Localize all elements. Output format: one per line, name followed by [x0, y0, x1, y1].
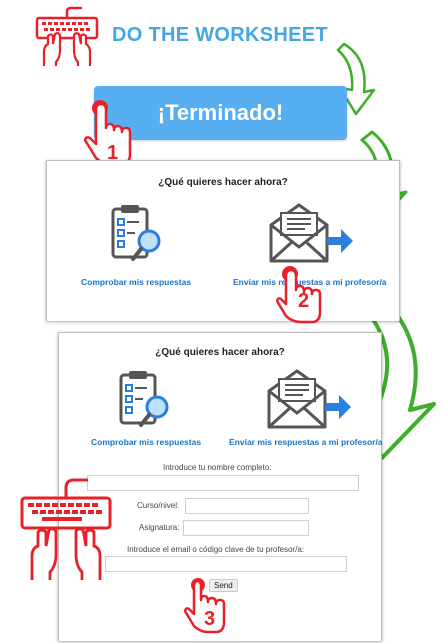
panel-question: ¿Qué quieres hacer ahora?	[155, 347, 285, 358]
email-field[interactable]	[105, 556, 347, 572]
pointing-hand-icon	[275, 264, 332, 326]
clipboard-magnifier-icon	[115, 369, 175, 433]
check-answers-link[interactable]: Comprobar mis respuestas	[81, 277, 192, 287]
check-answers-link[interactable]: Comprobar mis respuestas	[91, 437, 202, 447]
keyboard-hands-icon-top	[34, 6, 100, 68]
subject-field[interactable]	[183, 520, 309, 536]
level-field[interactable]	[185, 498, 309, 514]
subject-label: Asignatura:	[139, 523, 180, 532]
clipboard-magnifier-icon	[107, 203, 167, 267]
panel-question: ¿Qué quieres hacer ahora?	[158, 177, 288, 188]
step-number-3: 3	[204, 608, 216, 630]
name-label: Introduce tu nombre completo:	[163, 463, 272, 472]
name-field[interactable]	[87, 475, 359, 491]
green-arrow-icon	[332, 40, 378, 116]
dialog-panel-1: ¿Qué quieres hacer ahora? Comprobar mis …	[46, 160, 400, 321]
page-title: DO THE WORKSHEET	[112, 24, 328, 46]
finish-button[interactable]: ¡Terminado!	[94, 86, 347, 140]
send-button[interactable]: Send	[209, 579, 238, 592]
pointing-hand-icon	[183, 576, 234, 638]
envelope-arrow-icon	[263, 367, 355, 433]
step-number-1: 1	[107, 142, 119, 164]
dialog-panel-2: ¿Qué quieres hacer ahora? Comprobar mis …	[58, 332, 383, 641]
step-number-2: 2	[298, 290, 310, 312]
level-label: Curso/nivel:	[137, 501, 180, 510]
send-answers-link[interactable]: Enviar mis respuestas a mi profesor/a	[229, 437, 383, 447]
keyboard-hands-icon	[18, 476, 114, 582]
envelope-arrow-icon	[265, 201, 357, 267]
email-label: Introduce el email o código clave de tu …	[127, 545, 304, 554]
send-answers-link[interactable]: Enviar mis respuestas a mi profesor/a	[233, 277, 387, 287]
